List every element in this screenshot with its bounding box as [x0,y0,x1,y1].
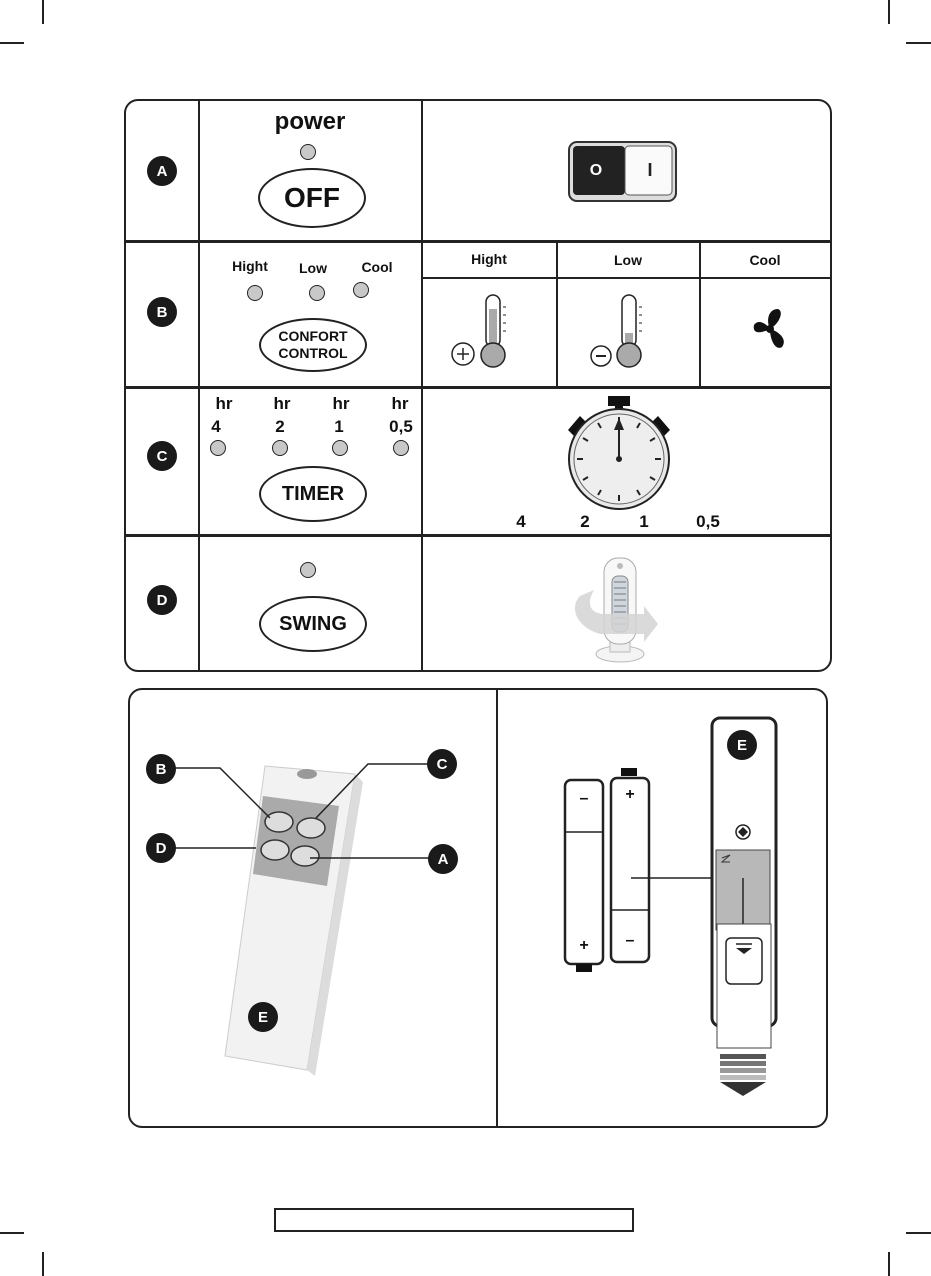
battery-1-minus: – [565,790,603,808]
dial-value-4: 4 [506,512,536,532]
hight-led [247,285,263,301]
crop-mark [888,1252,890,1276]
timer-value-2: 2 [260,417,300,437]
timer-led-1 [332,440,348,456]
battery-badge-e: E [727,730,757,760]
callout-badge-d: D [146,833,176,863]
cool-led [353,282,369,298]
timer-led-4 [210,440,226,456]
timer-led-2 [272,440,288,456]
thermometer-low-icon [585,293,655,371]
row-badge-c: C [147,441,177,471]
row-badge-b: B [147,297,177,327]
callout-leaders [140,740,470,880]
subtable-divider [422,277,830,279]
led-label-hight: Hight [224,258,276,274]
crop-mark [0,42,24,44]
callout-badge-c: C [427,749,457,779]
header-cool: Cool [700,252,830,268]
thermometer-high-icon [448,293,518,371]
callout-badge-a: A [428,844,458,874]
footer-box [274,1208,634,1232]
crop-mark [906,1232,931,1234]
dial-value-2: 2 [570,512,600,532]
header-hight: Hight [422,251,556,267]
swing-led [300,562,316,578]
timer-value-0-5: 0,5 [381,417,421,437]
header-low: Low [557,252,699,268]
hr-label: hr [262,394,302,414]
hr-label: hr [321,394,361,414]
table-divider [125,386,831,389]
low-led [309,285,325,301]
battery-1-plus: + [565,937,603,955]
timer-led-0-5 [393,440,409,456]
crop-mark [42,0,44,24]
switch-on-label: I [629,160,671,181]
table-divider [125,534,831,537]
power-label: power [250,108,370,136]
dial-value-0-5: 0,5 [688,512,728,532]
timer-value-1: 1 [319,417,359,437]
dial-value-1: 1 [629,512,659,532]
crop-mark [888,0,890,24]
tower-fan-swing-illustration [560,546,660,668]
hr-label: hr [204,394,244,414]
led-label-cool: Cool [354,259,400,275]
table-divider [125,240,831,243]
switch-off-label: O [575,162,617,180]
confort-control-button[interactable]: CONFORT CONTROL [259,318,367,372]
panel-divider [496,689,498,1127]
crop-mark [906,42,931,44]
swing-button[interactable]: SWING [259,596,367,652]
off-button[interactable]: OFF [258,168,366,228]
timer-value-4: 4 [196,417,236,437]
crop-mark [42,1252,44,1276]
row-badge-d: D [147,585,177,615]
led-label-low: Low [290,260,336,276]
confort-line2: CONTROL [278,345,347,362]
hr-label: hr [380,394,420,414]
callout-badge-e: E [248,1002,278,1032]
fan-icon [752,306,788,352]
stopwatch-icon [560,394,678,516]
row-badge-a: A [147,156,177,186]
confort-line1: CONFORT [278,328,347,345]
power-led [300,144,316,160]
battery-compartment-illustration [626,716,782,1100]
timer-button[interactable]: TIMER [259,466,367,522]
crop-mark [0,1232,24,1234]
callout-badge-b: B [146,754,176,784]
